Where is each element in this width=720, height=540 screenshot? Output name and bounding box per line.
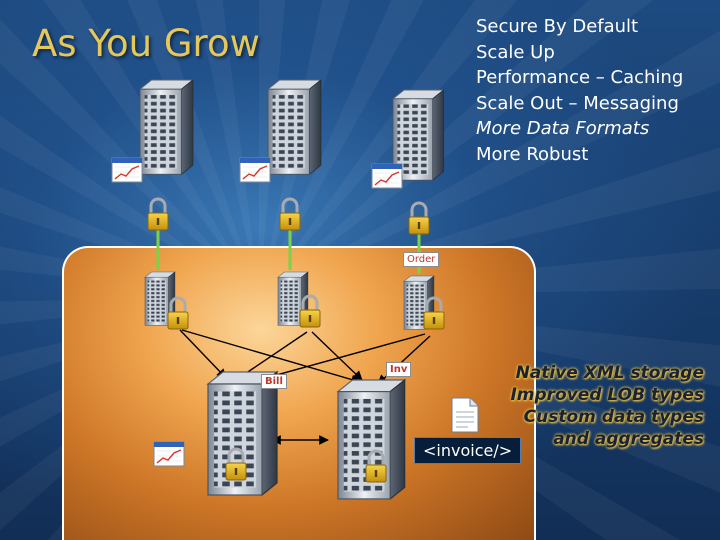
server-icon: [267, 79, 322, 175]
feature-item: More Robust: [476, 143, 589, 165]
invoice-label: <invoice/>: [414, 437, 522, 464]
feature-list: Secure By Default Scale Up Performance –…: [476, 14, 683, 168]
bill-tag: Bill: [261, 374, 287, 389]
padlock-icon: [407, 201, 431, 236]
top-server-left: [111, 79, 194, 183]
chart-icon: [239, 157, 271, 183]
xml-feature-item: Native XML storage: [515, 363, 704, 383]
feature-item: More Data Formats: [476, 118, 650, 140]
top-server-middle: [239, 79, 322, 183]
inv-tag: Inv: [386, 362, 412, 377]
top-server-right: [371, 89, 445, 189]
order-tag: Order: [403, 252, 440, 267]
xml-features-list: Native XML storage Improved LOB types Cu…: [510, 362, 704, 450]
padlock-icon: [146, 197, 170, 232]
xml-feature-item: Improved LOB types: [510, 385, 704, 405]
feature-item: Scale Up: [476, 41, 555, 63]
document-icon: [451, 397, 479, 433]
slide-title: As You Grow: [32, 22, 260, 65]
flow-arrow: [311, 331, 363, 381]
feature-item: Performance – Caching: [476, 67, 684, 89]
padlock-icon: [298, 294, 322, 329]
server-icon: [139, 79, 194, 175]
xml-feature-item: and aggregates: [553, 429, 704, 449]
chart-icon: [371, 163, 403, 189]
padlock-icon: [166, 296, 190, 331]
flow-arrow: [179, 329, 227, 379]
chart-icon: [153, 441, 185, 467]
padlock-icon: [278, 197, 302, 232]
chart-icon: [111, 157, 143, 183]
feature-item: Secure By Default: [476, 16, 639, 37]
feature-item: Scale Out – Messaging: [476, 92, 679, 114]
xml-feature-item: Custom data types: [523, 407, 704, 427]
